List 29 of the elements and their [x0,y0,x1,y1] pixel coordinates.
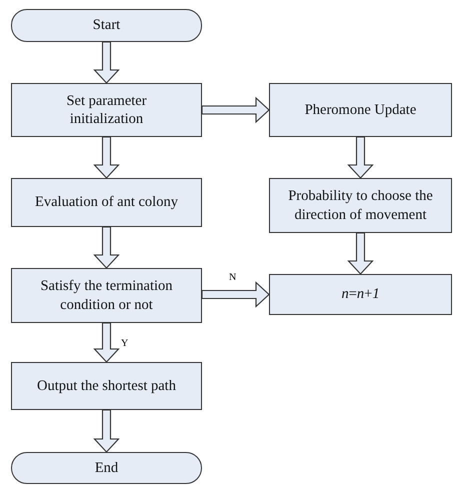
process-box [269,83,452,137]
node-text: n=n+1 [341,285,380,304]
process-box [269,274,452,315]
process-box [11,362,202,410]
block-arrow [347,232,374,275]
node-text: Probability to choose the direction of movement [287,187,434,224]
block-arrow [201,281,270,308]
block-arrow [93,226,120,269]
node-text: Evaluation of ant colony [35,193,178,212]
node-text: Output the shortest path [37,376,176,396]
edge-label: Y [120,338,130,349]
block-arrow [93,322,120,363]
node-text: End [94,458,118,478]
process-box [269,178,452,233]
node-text: Start [92,16,120,35]
block-arrow [93,136,120,179]
node-text: Set parameter initialization [65,92,148,128]
node-text: Pheromone Update [304,100,416,120]
block-arrow [201,96,270,124]
block-arrow [347,136,374,179]
process-box [11,268,202,323]
block-arrow [93,409,120,453]
process-box [11,83,202,137]
process-box [11,178,202,227]
terminal-box [11,9,202,42]
edge-label: N [228,272,238,283]
block-arrow [93,41,120,84]
node-text: Satisfy the termination condition or not [39,277,174,314]
terminal-box [11,452,202,484]
